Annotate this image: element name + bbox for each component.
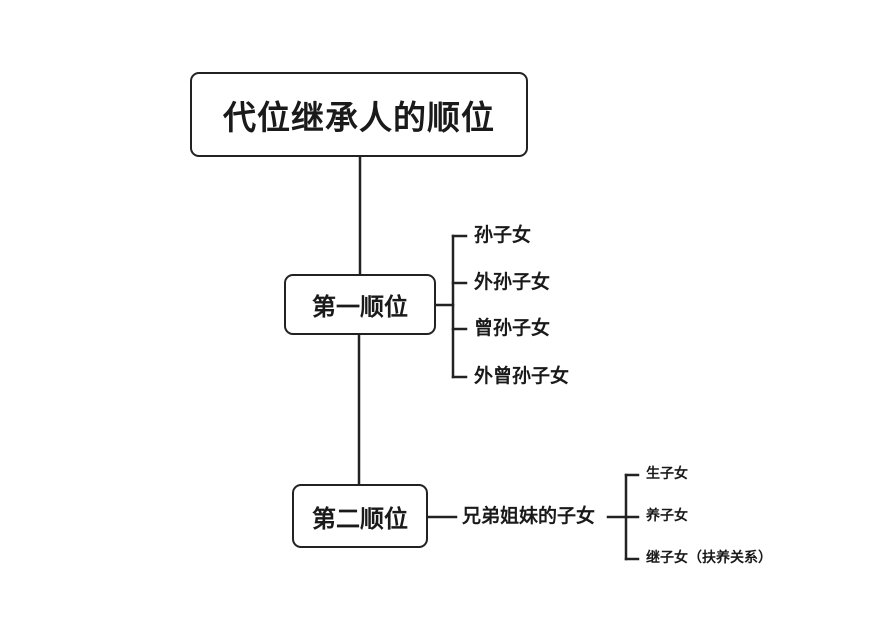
second-order-item: 生子女 [646,466,688,482]
first-order-item: 外孙子女 [474,271,551,293]
first-order-item: 曾孙子女 [474,317,551,339]
first-order-label: 第一顺位 [312,293,408,321]
second-order-item: 继子女（扶养关系） [646,550,772,566]
second-order-node: 第二顺位 [292,484,428,548]
second-order-label: 第二顺位 [312,504,408,533]
root-title: 代位继承人的顺位 [223,97,495,137]
root-node: 代位继承人的顺位 [190,72,528,157]
first-order-item: 外曾孙子女 [474,365,570,387]
second-order-item: 养子女 [646,508,688,524]
second-order-branch-label: 兄弟姐妹的子女 [462,505,596,527]
first-order-node: 第一顺位 [284,274,436,335]
first-order-item: 孙子女 [474,224,532,246]
